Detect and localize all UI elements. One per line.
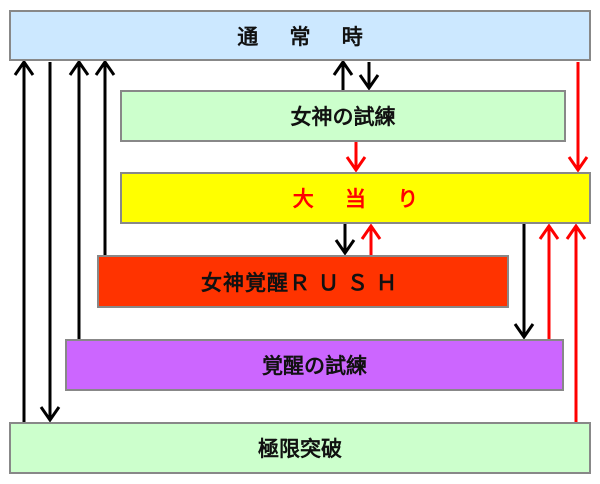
arrow-awakening-trial-to-normal <box>68 59 90 339</box>
state-limit-break: 極限突破 <box>9 422 591 474</box>
arrow-head-icon <box>334 239 356 256</box>
arrow-head-icon <box>538 223 560 240</box>
arrow-head-icon <box>513 323 535 340</box>
arrow-goddess-trial-to-normal <box>332 59 354 90</box>
state-awakening-trial: 覚醒の試練 <box>65 339 564 391</box>
arrow-limit-break-to-jackpot <box>565 223 587 422</box>
arrow-head-icon <box>345 156 367 173</box>
arrow-normal-to-limit-break <box>39 62 61 423</box>
arrow-head-icon <box>68 59 90 76</box>
state-awakening-trial-label: 覚醒の試練 <box>262 354 367 378</box>
arrow-head-icon <box>332 59 354 76</box>
state-rush-label-jp: 女神覚醒 <box>201 270 289 295</box>
arrow-head-icon <box>94 59 116 76</box>
arrow-awakening-trial-to-jackpot <box>538 223 560 339</box>
arrow-rush-to-normal <box>94 59 116 255</box>
state-normal: 通 常 時 <box>9 10 591 61</box>
arrow-jackpot-to-rush <box>334 224 356 256</box>
arrow-limit-break-to-normal <box>13 59 35 422</box>
arrow-head-icon <box>567 156 589 173</box>
state-rush-label-latin: ＲＵＳＨ <box>289 270 405 295</box>
arrow-goddess-trial-to-jackpot <box>345 142 367 173</box>
arrow-head-icon <box>358 74 380 91</box>
arrow-rush-to-jackpot <box>360 223 382 255</box>
state-normal-label: 通 常 時 <box>237 24 375 49</box>
state-goddess-trial: 女神の試練 <box>120 90 566 142</box>
arrow-normal-to-jackpot <box>567 62 589 173</box>
state-limit-break-label: 極限突破 <box>258 437 342 461</box>
arrow-head-icon <box>360 223 382 240</box>
arrow-head-icon <box>13 59 35 76</box>
arrow-head-icon <box>39 406 61 423</box>
arrow-head-icon <box>565 223 587 240</box>
state-goddess-trial-label: 女神の試練 <box>290 105 396 129</box>
state-jackpot-label: 大 当 り <box>292 187 431 211</box>
arrow-jackpot-to-awakening-trial <box>513 224 535 340</box>
arrow-normal-to-goddess-trial <box>358 62 380 91</box>
state-jackpot: 大 当 り <box>120 172 591 224</box>
